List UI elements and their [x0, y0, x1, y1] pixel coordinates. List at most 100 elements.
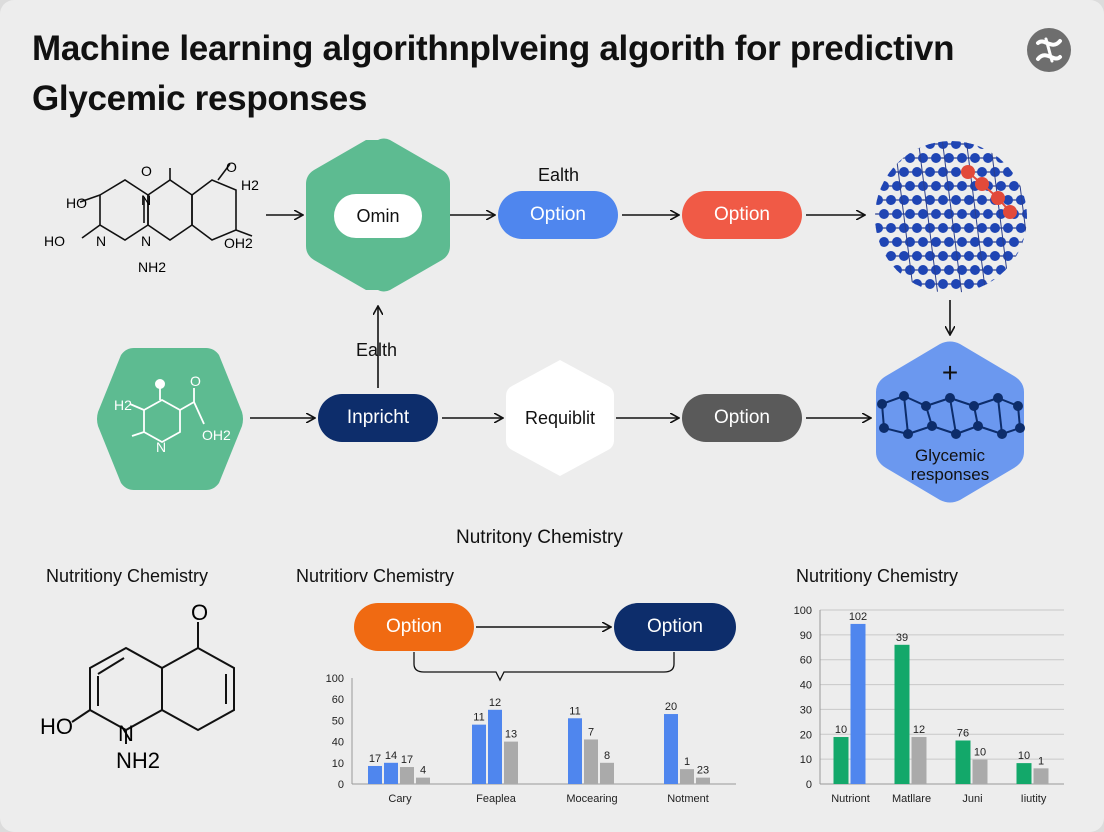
mol2-h2: H2 [114, 397, 132, 413]
category-label: Nutriont [831, 793, 870, 805]
bar-value-label: 13 [505, 729, 517, 741]
section-heading: Nutritony Chemistry [456, 527, 623, 548]
bar-value-label: 10 [835, 724, 847, 736]
category-label: Notment [667, 793, 709, 805]
inpricht-node[interactable]: Inpricht [318, 394, 438, 442]
y-tick-label: 10 [800, 754, 812, 766]
green-molecule-hexagon: H2 O OH2 N [97, 348, 243, 490]
quinoline-ho-label: HO [40, 714, 73, 739]
bar [1033, 768, 1049, 784]
y-tick-label: 60 [332, 694, 344, 706]
y-tick-label: 100 [326, 673, 344, 685]
y-tick-label: 100 [794, 605, 812, 617]
bar [894, 644, 910, 784]
quinoline-n-label: N [118, 721, 134, 746]
bar-value-label: 8 [604, 750, 610, 762]
requiblit-node[interactable]: Requiblit [524, 407, 596, 428]
bar-value-label: 11 [569, 705, 580, 717]
brand-logo-icon [1027, 28, 1071, 72]
bar-value-label: 1 [1038, 755, 1044, 767]
network-red-atoms [961, 165, 1017, 219]
category-label: Mocearing [566, 793, 617, 805]
bar-value-label: 20 [665, 701, 677, 713]
molecule-structure-row1: O O H2 HO N HO N N OH2 NH2 [44, 159, 259, 275]
glycemic-plus-icon: + [942, 357, 958, 388]
mol1-n-center: N [141, 192, 151, 208]
bar-value-label: 14 [385, 750, 397, 762]
option-gray-node[interactable]: Option [682, 394, 802, 442]
bar-value-label: 10 [974, 747, 986, 759]
bar [696, 777, 710, 784]
bar-value-label: 39 [896, 632, 908, 644]
bar [1016, 763, 1032, 784]
bar-value-label: 12 [489, 697, 501, 709]
bracket-connector [413, 652, 675, 682]
mol1-n-bottom: N [141, 233, 151, 249]
glycemic-hexagon: + [876, 341, 1025, 503]
panel-middle-heading: Nutritiorv Chemistry [296, 566, 455, 586]
quinoline-structure: O HO N NH2 [40, 600, 235, 773]
y-tick-label: 0 [338, 779, 344, 791]
bar [680, 769, 694, 784]
option-orange-node[interactable]: Option [354, 603, 474, 651]
bar [488, 709, 502, 784]
y-tick-label: 40 [800, 680, 812, 692]
ealth-caption-mid: Ealth [356, 340, 398, 360]
page-title: Machine learning algorithnplveing algori… [32, 29, 955, 118]
bar-value-label: 10 [1018, 750, 1030, 762]
bar-value-label: 102 [849, 611, 867, 623]
y-tick-label: 10 [332, 758, 344, 770]
bar-value-label: 17 [369, 753, 381, 765]
quinoline-o-label: O [191, 600, 208, 625]
requiblit-hexagon [506, 360, 614, 476]
bar [568, 718, 582, 784]
category-label: Feaplea [476, 793, 517, 805]
bar [600, 762, 614, 784]
bar [664, 714, 678, 784]
molecular-network-icon [875, 141, 1027, 293]
bar [584, 739, 598, 784]
y-tick-label: 90 [800, 630, 812, 642]
bar [416, 777, 430, 784]
bar-value-label: 76 [957, 728, 969, 740]
bar [911, 737, 927, 784]
mol2-n: N [156, 439, 166, 455]
bar [833, 737, 849, 784]
bar-value-label: 23 [697, 765, 709, 777]
category-label: Iiutity [1021, 793, 1047, 805]
right-bar-chart: 100906040302010010102Nutriont3912Matllar… [794, 605, 1064, 805]
bar-value-label: 1 [684, 756, 690, 768]
mol2-o: O [190, 373, 201, 389]
bar-value-label: 17 [401, 754, 413, 766]
y-tick-label: 50 [332, 715, 344, 727]
mol1-h2: H2 [241, 177, 259, 193]
option-navy-node[interactable]: Option [614, 603, 736, 651]
bar-value-label: 4 [420, 765, 426, 777]
option-red-node[interactable]: Option [682, 191, 802, 239]
mol1-ho-top: HO [66, 195, 87, 211]
glycemic-responses-label: Glycemic responses [910, 446, 990, 484]
y-tick-label: 30 [800, 704, 812, 716]
y-tick-label: 40 [332, 737, 344, 749]
bar [972, 759, 988, 784]
mol1-oh2: OH2 [224, 235, 253, 251]
mol1-o-top: O [141, 163, 152, 179]
category-label: Cary [388, 793, 412, 805]
mol1-o-right: O [226, 159, 237, 175]
option-blue-node[interactable]: Option [498, 191, 618, 239]
bar-value-label: 7 [588, 726, 594, 738]
bar [368, 765, 382, 784]
mol1-nh2: NH2 [138, 259, 166, 275]
quinoline-nh2-label: NH2 [116, 748, 160, 773]
bar-value-label: 12 [913, 724, 925, 736]
omin-node[interactable]: Omin [334, 194, 422, 238]
category-label: Juni [962, 793, 982, 805]
bar [472, 724, 486, 784]
y-tick-label: 0 [806, 779, 812, 791]
bar [384, 762, 398, 784]
bar-value-label: 11 [473, 712, 484, 724]
bar [504, 741, 518, 784]
bar [850, 623, 866, 784]
